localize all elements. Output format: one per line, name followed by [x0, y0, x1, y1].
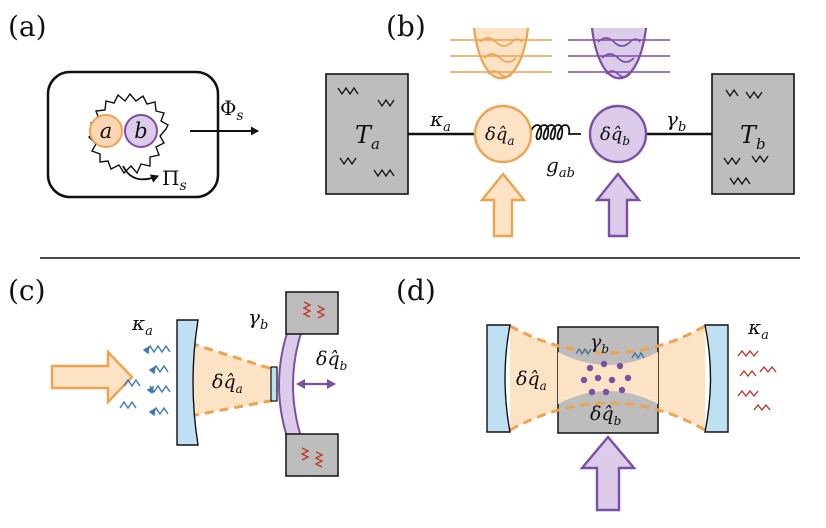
gamma-b-label-d: γb: [590, 331, 609, 356]
pump-arrow-a: [479, 172, 527, 238]
panel-c-label: (c): [8, 274, 46, 307]
dqa-label-d: δq̂a: [516, 368, 547, 393]
spring-coupling: [529, 124, 581, 141]
flux-label: Φs: [220, 96, 244, 124]
mirror-pad: [270, 366, 278, 402]
bath-a: [325, 73, 409, 195]
kappa-photons-c: [119, 344, 171, 417]
mode-b-circle: [124, 114, 158, 148]
panel-a: (a) a b Φs Πs: [8, 10, 259, 199]
clamp-top: [285, 291, 339, 335]
dqb-label-c: δq̂b: [316, 348, 347, 373]
bath-a-noise: [337, 86, 395, 178]
dqa-label: δq̂a: [485, 124, 515, 148]
atom-ensemble: [580, 360, 632, 396]
bath-a-label: Ta: [355, 121, 380, 153]
panel-a-label: (a): [8, 10, 47, 43]
kappa-photons-d: [737, 349, 777, 412]
kappa-a-label-d: κa: [747, 315, 769, 343]
dqb-label: δq̂b: [600, 124, 630, 148]
left-mirror-d: [486, 324, 511, 433]
potential-well-a: [450, 27, 552, 80]
bath-b-noise: [723, 88, 769, 186]
bath-b-label: Tb: [740, 121, 766, 153]
panel-c: (c) κa δq̂a: [8, 274, 347, 477]
panel-d-label: (d): [396, 274, 436, 307]
clamp-bottom: [285, 433, 339, 477]
panel-b: (b): [325, 10, 795, 238]
gamma-photons-d: [575, 347, 645, 360]
gamma-b-label: γb: [666, 107, 686, 135]
cavity-field-c: [190, 343, 275, 416]
gamma-b-label-c: γb: [248, 305, 268, 333]
beam-waist: [558, 352, 658, 404]
dqb-label-d: δq̂b: [590, 403, 621, 428]
gamma-photons-c: [300, 301, 326, 468]
mode-a-label: a: [100, 119, 113, 143]
mode-b-node: [588, 104, 648, 164]
panel-d: (d) γb: [396, 274, 777, 512]
mode-a-circle: [89, 114, 123, 148]
g-ab-label: gab: [546, 153, 575, 181]
pump-arrow-d: [579, 435, 637, 512]
input-beam-arrow: [50, 349, 134, 405]
mode-a-node: [473, 104, 533, 164]
kappa-a-label-c: κa: [131, 311, 153, 339]
input-mirror: [176, 319, 199, 446]
kappa-a-label: κa: [429, 107, 451, 135]
dqa-label-c: δq̂a: [212, 371, 243, 396]
right-mirror-d: [704, 324, 729, 433]
potential-well-b: [568, 27, 670, 80]
pump-arrow-b: [594, 172, 642, 238]
production-label: Πs: [162, 166, 187, 194]
mode-b-label: b: [134, 119, 147, 143]
panel-b-label: (b): [386, 10, 426, 43]
production-arrow: [122, 165, 159, 183]
